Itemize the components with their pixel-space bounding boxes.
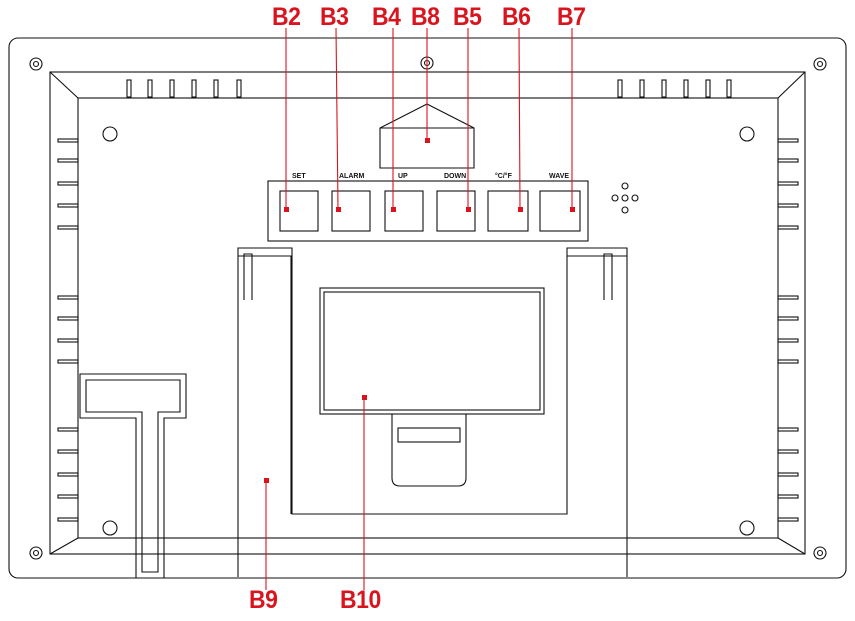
top-vents: [126, 79, 732, 98]
screw-icon: [29, 56, 827, 560]
set-button[interactable]: [279, 190, 319, 232]
callout-b3: B3: [320, 3, 349, 31]
callout-b5: B5: [453, 3, 482, 31]
unit-button[interactable]: [487, 190, 529, 232]
down-label: DOWN: [444, 173, 466, 180]
wave-button[interactable]: [539, 190, 581, 232]
leader-lines: [265, 27, 573, 590]
inner-frame: [49, 71, 806, 555]
alarm-button[interactable]: [331, 190, 371, 232]
snooze-bar[interactable]: [379, 103, 475, 169]
button-panel: [267, 180, 589, 242]
callout-b8: B8: [411, 3, 440, 31]
marker-dots: [264, 138, 575, 483]
alarm-label: ALARM: [339, 173, 364, 180]
down-button[interactable]: [436, 190, 476, 232]
t-hook: [79, 373, 187, 579]
callout-b2: B2: [272, 3, 301, 31]
set-label: SET: [292, 173, 306, 180]
battery-latch[interactable]: [391, 414, 467, 487]
wave-label: WAVE: [549, 173, 569, 180]
up-button[interactable]: [384, 190, 424, 232]
callout-b10: B10: [340, 586, 381, 614]
callout-b7: B7: [557, 3, 586, 31]
callout-b9: B9: [249, 586, 278, 614]
speaker-grille: [611, 182, 639, 214]
inner-panel: [77, 97, 779, 539]
callout-b6: B6: [502, 3, 531, 31]
up-label: UP: [398, 173, 408, 180]
battery-cover[interactable]: [319, 287, 545, 415]
stand: [237, 247, 628, 577]
unit-label: °C/°F: [495, 172, 513, 180]
callout-b4: B4: [372, 3, 401, 31]
side-vents: [57, 138, 799, 522]
